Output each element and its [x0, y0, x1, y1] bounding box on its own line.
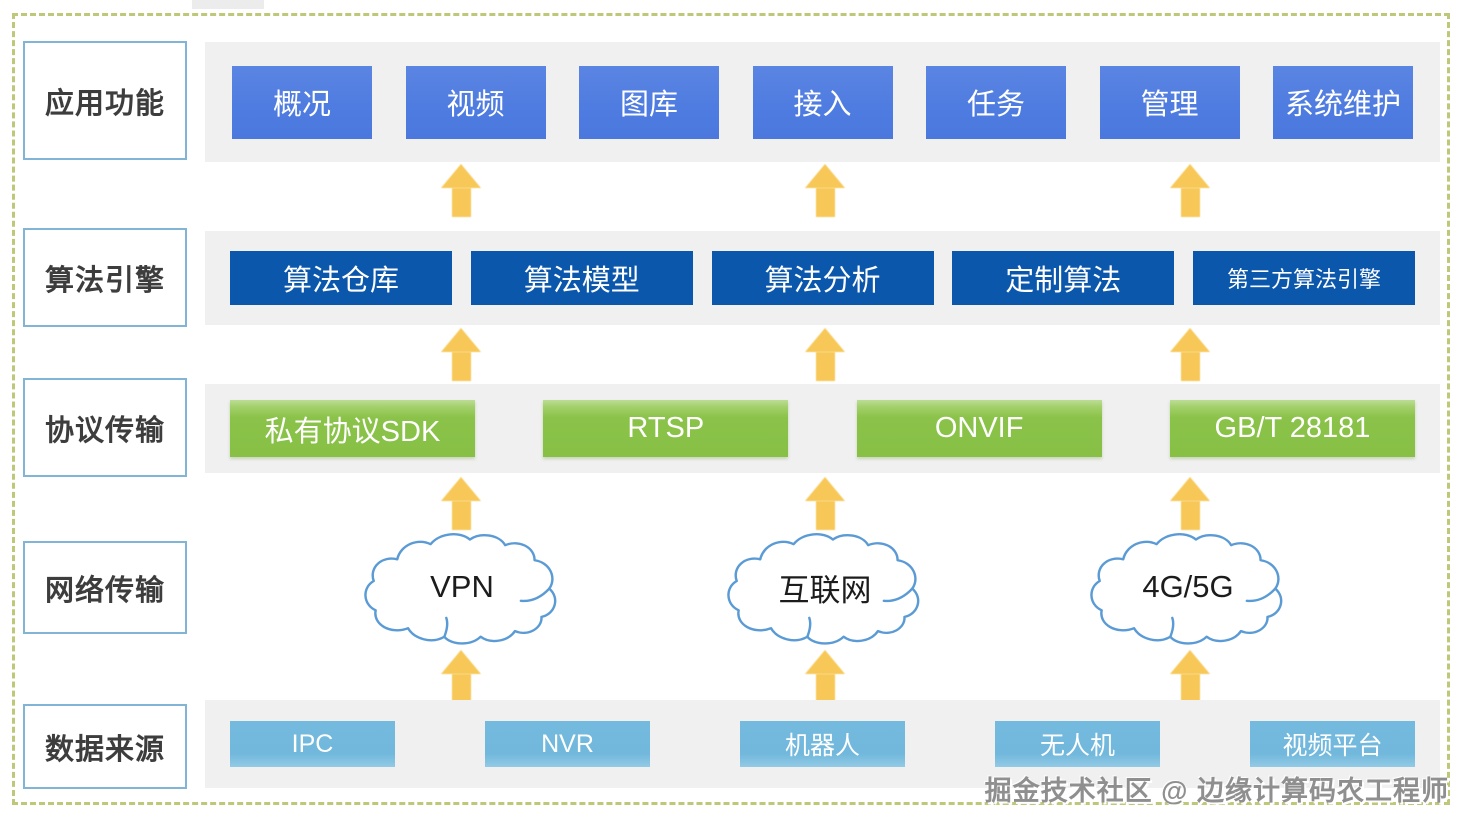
layer-label-app-functions: 应用功能 [23, 41, 187, 160]
up-arrow-icon [805, 477, 845, 530]
block-overview: 概况 [232, 65, 372, 139]
block-gallery: 图库 [579, 65, 719, 139]
layer-panel-app-functions: 概况 视频 图库 接入 任务 管理 系统维护 [205, 42, 1440, 162]
up-arrow-icon [1170, 477, 1210, 530]
block-thirdparty-algo-engine: 第三方算法引擎 [1193, 251, 1415, 305]
layer-label-text: 算法引擎 [44, 264, 165, 297]
block-onvif: ONVIF [856, 400, 1102, 457]
cloud-internet: 互联网 [722, 531, 928, 649]
layer-label-text: 应用功能 [44, 87, 165, 120]
up-arrow-icon [805, 164, 845, 217]
block-robot: 机器人 [740, 721, 905, 767]
block-access: 接入 [752, 65, 893, 139]
block-gbt28181: GB/T 28181 [1169, 400, 1415, 457]
block-custom-algo: 定制算法 [952, 251, 1175, 305]
screen-edge-artifact [192, 0, 264, 9]
up-arrow-icon [441, 477, 481, 530]
watermark-text: 掘金技术社区 @ 边缘计算码农工程师 [984, 776, 1449, 806]
cloud-4g5g: 4G/5G [1085, 531, 1291, 649]
layer-label-protocol: 协议传输 [23, 378, 187, 477]
block-task: 任务 [926, 65, 1066, 139]
cloud-vpn: VPN [359, 531, 565, 649]
block-system-maintenance: 系统维护 [1273, 65, 1413, 139]
up-arrow-icon [441, 650, 481, 703]
cloud-label: VPN [430, 569, 494, 604]
layer-label-text: 数据来源 [44, 733, 165, 766]
cloud-icon [727, 533, 920, 645]
up-arrow-icon [1170, 650, 1210, 703]
block-ipc: IPC [230, 721, 395, 767]
block-rtsp: RTSP [543, 400, 789, 457]
layer-label-text: 协议传输 [44, 414, 165, 447]
layer-label-network: 网络传输 [23, 541, 187, 634]
cloud-icon [364, 533, 557, 645]
up-arrow-icon [441, 328, 481, 381]
cloud-label: 互联网 [778, 572, 872, 608]
block-algo-analysis: 算法分析 [711, 251, 934, 305]
block-algo-model: 算法模型 [470, 251, 693, 305]
up-arrow-icon [441, 164, 481, 217]
block-algo-warehouse: 算法仓库 [230, 251, 452, 305]
layer-label-data-sources: 数据来源 [23, 704, 187, 789]
layer-panel-protocol: 私有协议SDK RTSP ONVIF GB/T 28181 [205, 384, 1440, 473]
cloud-label: 4G/5G [1142, 569, 1234, 604]
up-arrow-icon [1170, 164, 1210, 217]
up-arrow-icon [805, 328, 845, 381]
layer-label-algo-engine: 算法引擎 [23, 228, 187, 327]
up-arrow-icon [805, 650, 845, 703]
block-video: 视频 [405, 65, 546, 139]
layer-panel-algo-engine: 算法仓库 算法模型 算法分析 定制算法 第三方算法引擎 [205, 231, 1440, 325]
block-nvr: NVR [485, 721, 650, 767]
block-management: 管理 [1099, 65, 1240, 139]
layer-label-text: 网络传输 [44, 574, 165, 607]
cloud-icon [1090, 533, 1283, 645]
up-arrow-icon [1170, 328, 1210, 381]
block-drone: 无人机 [995, 721, 1160, 767]
layer-panel-data-sources: IPC NVR 机器人 无人机 视频平台 [205, 700, 1440, 788]
block-video-platform: 视频平台 [1250, 721, 1415, 767]
block-private-sdk: 私有协议SDK [230, 400, 475, 457]
